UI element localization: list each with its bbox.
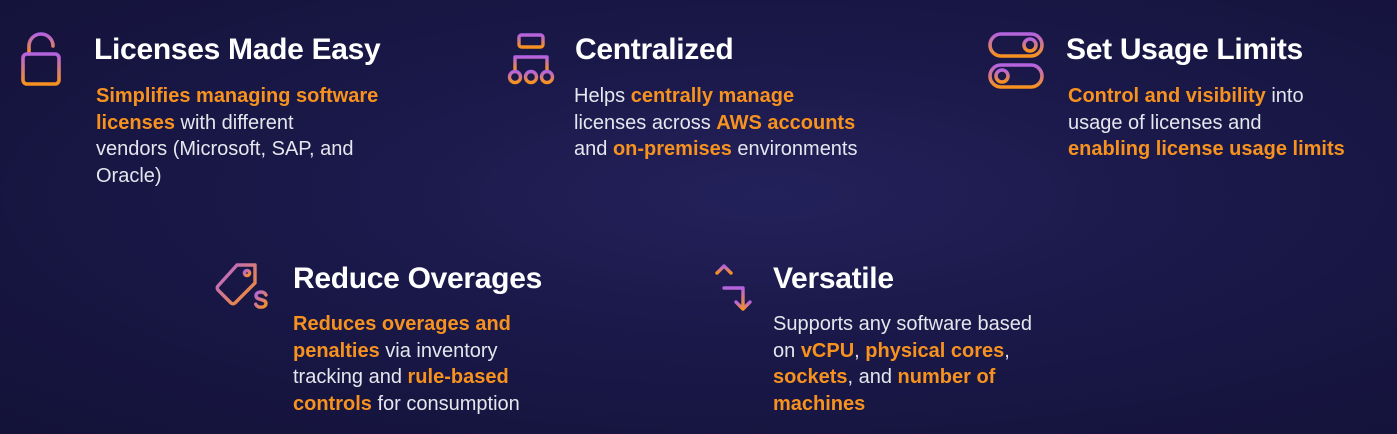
- description-text: for consumption: [371, 392, 520, 415]
- description-text: Supports any software based: [773, 313, 1033, 335]
- feature-description: Supports any software based on vCPU, phys…: [773, 311, 1032, 417]
- description-line: Control and visibility into: [1068, 83, 1345, 110]
- description-line: controls for consumption: [293, 391, 520, 418]
- description-line: vendors (Microsoft, SAP, and: [96, 136, 378, 163]
- feature-title: Reduce Overages: [293, 262, 542, 295]
- description-text: ,: [1004, 339, 1010, 362]
- toggle-switches-icon: [987, 31, 1045, 91]
- highlight-text: Simplifies managing software: [96, 85, 379, 107]
- description-text: via inventory: [379, 339, 498, 362]
- description-line: and on-premises environments: [574, 136, 858, 163]
- feature-title: Set Usage Limits: [1066, 33, 1303, 66]
- highlight-text: Reduces overages and: [293, 313, 511, 335]
- description-text: environments: [731, 138, 858, 160]
- feature-description: Simplifies managing software licenses wit…: [96, 83, 378, 189]
- description-text: licenses across: [574, 111, 717, 134]
- highlight-text: penalties: [293, 339, 380, 362]
- highlight-text: AWS accounts: [716, 111, 856, 134]
- description-text: and: [574, 138, 613, 160]
- highlight-text: physical cores: [865, 339, 1005, 362]
- highlight-text: controls: [293, 392, 372, 415]
- description-line: usage of licenses and: [1068, 110, 1345, 137]
- description-text: ,: [854, 339, 866, 362]
- description-line: tracking and rule-based: [293, 364, 520, 391]
- description-line: sockets, and number of: [773, 364, 1032, 391]
- highlight-text: machines: [773, 392, 866, 415]
- description-line: machines: [773, 391, 1032, 418]
- description-text: Oracle): [96, 164, 162, 187]
- price-tag-dollar-icon: [215, 261, 271, 317]
- highlight-text: vCPU: [800, 339, 855, 362]
- description-line: licenses across AWS accounts: [574, 110, 858, 137]
- highlight-text: rule-based: [407, 366, 509, 388]
- feature-title: Versatile: [773, 262, 894, 295]
- description-text: tracking and: [293, 366, 408, 388]
- feature-title: Licenses Made Easy: [94, 33, 381, 66]
- transfer-arrows-icon: [713, 262, 759, 316]
- hierarchy-icon: [505, 32, 557, 86]
- description-line: enabling license usage limits: [1068, 136, 1345, 163]
- description-line: licenses with different: [96, 110, 378, 137]
- description-text: on: [773, 339, 801, 362]
- description-text: usage of licenses and: [1068, 111, 1262, 134]
- description-line: Reduces overages and: [293, 311, 520, 338]
- description-line: penalties via inventory: [293, 338, 520, 365]
- description-line: Helps centrally manage: [574, 83, 858, 110]
- highlight-text: centrally manage: [630, 85, 795, 107]
- description-text: , and: [847, 366, 898, 388]
- feature-title: Centralized: [575, 33, 734, 66]
- description-text: with different: [174, 111, 294, 134]
- description-line: Simplifies managing software: [96, 83, 378, 110]
- highlight-text: enabling license usage limits: [1068, 138, 1345, 160]
- highlight-text: sockets: [773, 366, 848, 388]
- description-text: Helps: [574, 85, 631, 107]
- description-text: vendors (Microsoft, SAP, and: [96, 138, 354, 160]
- description-line: on vCPU, physical cores,: [773, 338, 1032, 365]
- highlight-text: on-premises: [612, 138, 732, 160]
- open-lock-icon: [20, 32, 62, 88]
- description-line: Supports any software based: [773, 311, 1032, 338]
- feature-description: Reduces overages and penalties via invent…: [293, 311, 520, 417]
- description-text: into: [1265, 85, 1304, 107]
- highlight-text: number of: [897, 366, 996, 388]
- highlight-text: Control and visibility: [1068, 85, 1266, 107]
- highlight-text: licenses: [96, 111, 175, 134]
- description-line: Oracle): [96, 163, 378, 190]
